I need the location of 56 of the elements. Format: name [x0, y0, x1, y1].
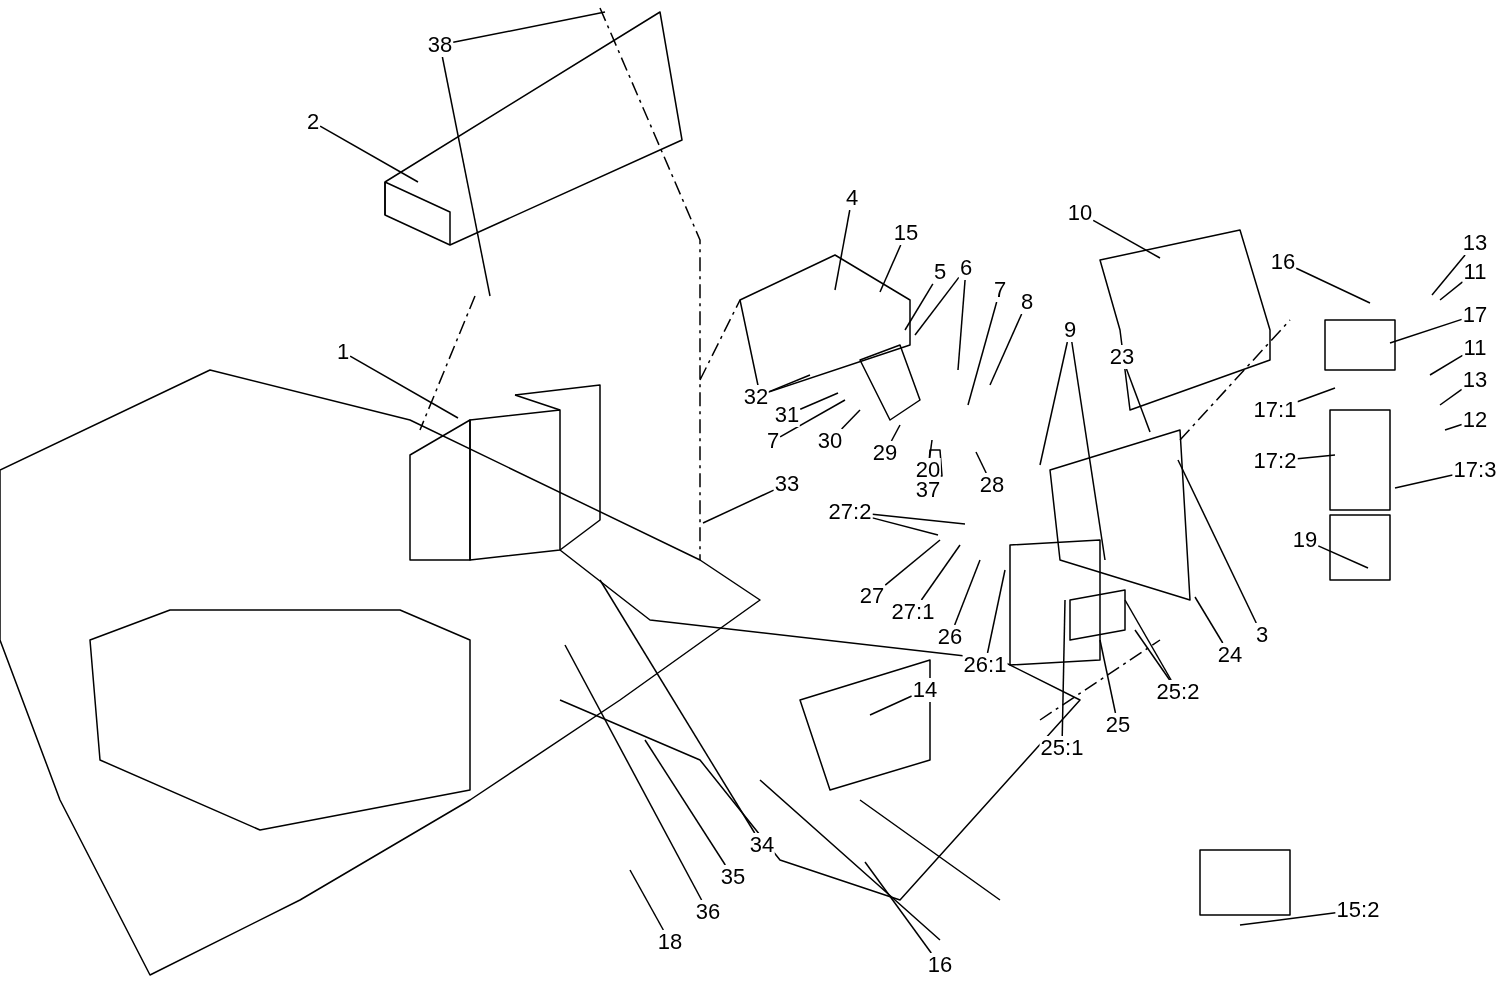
leader-line [904, 283, 934, 331]
leader-line [890, 424, 901, 442]
leader-line [1389, 318, 1463, 344]
leader-line [319, 125, 419, 183]
leader-line [1239, 912, 1337, 926]
leader-line [441, 56, 491, 297]
leader-line [953, 559, 981, 626]
callout-number: 14 [911, 678, 939, 702]
leader-line [1444, 423, 1463, 431]
leader-line [967, 301, 998, 406]
leader-line [834, 209, 851, 291]
leader-line [1124, 599, 1172, 681]
leader-line [1429, 354, 1464, 376]
leader-line [884, 539, 941, 586]
leader-line [986, 569, 1006, 654]
leader-line [1177, 459, 1257, 624]
leader-line [914, 276, 960, 336]
leader-line [644, 739, 727, 866]
leader-line [768, 374, 811, 393]
callout-number: 23 [1108, 345, 1136, 369]
leader-line [1134, 629, 1171, 681]
leader-line [869, 695, 913, 716]
leader-line [1439, 388, 1463, 406]
leader-line [879, 244, 902, 293]
leader-line [1125, 368, 1151, 433]
leader-line [1061, 599, 1066, 737]
leader-line [1099, 639, 1117, 714]
leader-line [840, 409, 861, 430]
leader-line [1317, 545, 1369, 569]
leader-line [702, 489, 775, 524]
leader-line [975, 451, 987, 474]
leader-line [1071, 341, 1106, 561]
leader-line [1439, 281, 1464, 301]
callout-number: 34 [748, 833, 776, 857]
leader-line [564, 644, 703, 901]
leader-line [871, 517, 939, 536]
leader-line [452, 11, 606, 44]
leader-line [1394, 474, 1454, 489]
leader-line [1039, 341, 1069, 466]
leader-line [920, 544, 961, 601]
leader-line [1092, 219, 1161, 259]
leader-line [1431, 254, 1466, 296]
leader-line [871, 513, 966, 525]
leader-line [864, 861, 932, 954]
leader-line [928, 439, 933, 459]
leader-line [1296, 454, 1336, 460]
leader-line [1296, 387, 1336, 403]
leader-line [1194, 596, 1224, 644]
leader-line [799, 392, 839, 411]
leader-line [599, 579, 756, 834]
leader-line [1295, 267, 1371, 304]
leader-line [779, 399, 846, 438]
leader-line [629, 869, 665, 931]
leader-line [349, 355, 459, 419]
leader-line [957, 279, 966, 371]
leader-line [989, 313, 1023, 386]
